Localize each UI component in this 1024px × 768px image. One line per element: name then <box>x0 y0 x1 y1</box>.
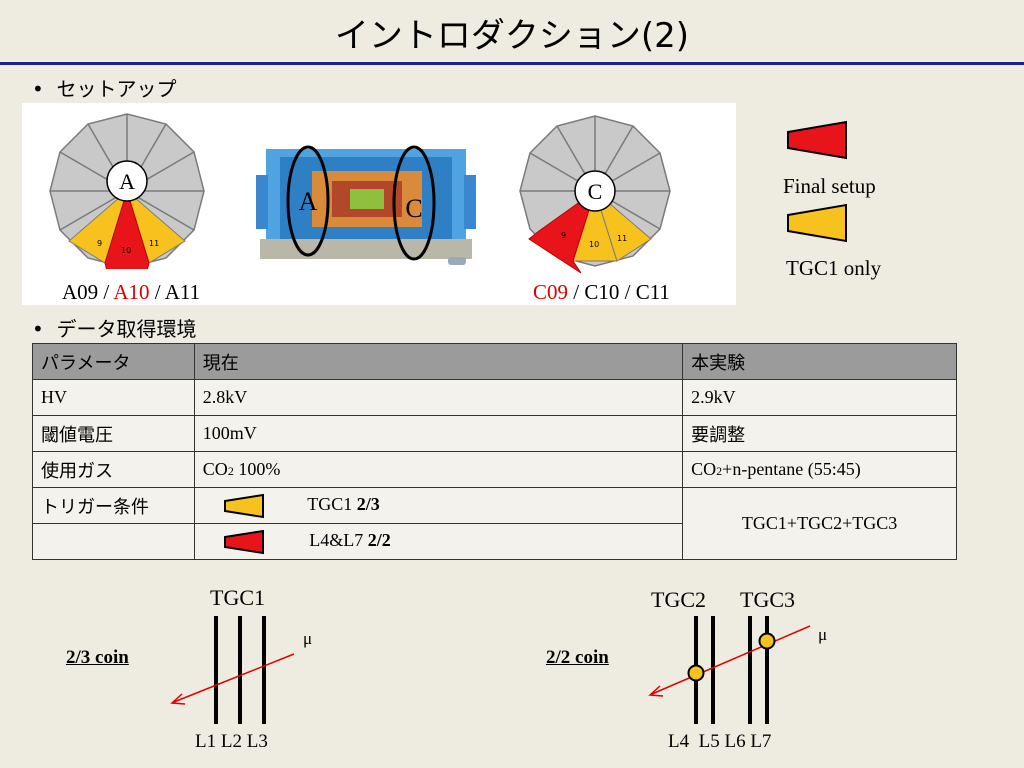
trigger-l4l7: L4&L7 2/2 <box>193 523 684 560</box>
tgc1-yellow-icon <box>223 493 264 518</box>
trigger-tgc1-text: TGC1 <box>307 493 357 514</box>
hv-current: 2.8kV <box>193 379 684 416</box>
table-row: 使用ガス CO2 100% CO2+n-pentane (55:45) <box>32 451 957 488</box>
hv-final: 2.9kV <box>682 379 957 416</box>
sector-c9-label: 9 <box>561 231 566 240</box>
slide-title: イントロダクション(2) <box>334 16 690 56</box>
diag2-tgc2-title: TGC2 <box>651 587 706 612</box>
diag1-layer-labels: L1 L2 L3 <box>195 731 268 753</box>
diag2-layers-diagram: μ <box>648 616 827 724</box>
diag1-title: TGC1 <box>210 585 265 610</box>
gas-current-a: CO <box>202 459 228 479</box>
section-setup: • セットアップ <box>32 73 177 102</box>
caption-c-sectors: C09 / C10 / C11 <box>533 280 670 305</box>
diag1-layers-diagram: μ <box>170 616 312 724</box>
layer-l2: L2 <box>220 731 242 752</box>
layer-l1: L1 <box>195 731 217 752</box>
header-current: 現在 <box>193 343 684 380</box>
layer-l4: L4 <box>668 731 690 752</box>
gas-final-a: CO <box>691 459 717 479</box>
trigger-param-empty <box>32 523 195 560</box>
wheel-c-diagram: 9 10 11 C <box>519 115 671 274</box>
gas-final-sub: 2 <box>716 464 723 478</box>
final-setup-swatch-icon <box>787 120 847 160</box>
sector-c11-label: 11 <box>617 234 627 243</box>
table-row: トリガー条件 TGC1 2/3 TGC1+TGC2+TGC3 <box>32 487 957 560</box>
header-parameter: パラメータ <box>32 343 195 380</box>
diag2-layer-labels: L4 L5 L6 L7 <box>668 731 771 753</box>
sector-9-label: 9 <box>97 239 102 248</box>
sector-11-label: 11 <box>149 239 159 248</box>
bullet-dot: • <box>32 317 44 341</box>
trigger-tgc1-coin: 2/3 <box>356 493 380 514</box>
diag1-mu: μ <box>303 629 312 648</box>
caption-a-part1: A09 / <box>62 280 114 304</box>
legend-tgc1-only: TGC1 only <box>786 256 882 280</box>
table-row: 閾値電圧 100mV 要調整 <box>32 415 957 452</box>
legend-final-setup: Final setup <box>783 174 876 198</box>
caption-a-part2: / A11 <box>149 280 201 304</box>
trigger-tgc1: TGC1 2/3 <box>193 487 684 524</box>
caption-a-highlight: A10 <box>113 280 150 304</box>
table-row: HV 2.8kV 2.9kV <box>32 379 957 416</box>
gas-final-b: +n-pentane (55:45) <box>722 459 861 479</box>
atlas-side-a-label: A <box>299 187 318 216</box>
threshold-param: 閾値電圧 <box>32 415 195 452</box>
l4l7-red-icon <box>223 529 264 554</box>
gas-current-sub: 2 <box>227 464 234 478</box>
layer-l5: L5 <box>698 731 720 752</box>
atlas-detector-illustration: A C <box>256 145 476 265</box>
diag1-coin-label: 2/3 coin <box>66 647 129 668</box>
header-final: 本実験 <box>682 343 957 380</box>
trigger-final: TGC1+TGC2+TGC3 <box>682 487 957 560</box>
wheel-c-letter: C <box>588 179 603 204</box>
bullet-dot: • <box>32 77 44 101</box>
caption-c-highlight: C09 <box>533 280 569 304</box>
daq-parameter-table: パラメータ 現在 本実験 HV 2.8kV 2.9kV 閾値電圧 100mV 要… <box>32 343 957 560</box>
diag2-coin-label: 2/2 coin <box>546 647 609 668</box>
wheel-a-diagram: 9 10 11 A <box>49 113 205 269</box>
layer-l7: L7 <box>750 731 772 752</box>
atlas-side-c-label: C <box>405 194 422 223</box>
title-rule <box>0 62 1024 65</box>
section-daq: • データ取得環境 <box>32 313 197 342</box>
layer-l3: L3 <box>246 731 268 752</box>
gas-current-b: 100% <box>233 459 281 479</box>
sector-c10-label: 10 <box>589 240 599 249</box>
trigger-l4l7-coin: 2/2 <box>367 529 391 550</box>
wheel-a-letter: A <box>119 169 135 194</box>
caption-c-part2: / C10 / C11 <box>568 280 670 304</box>
gas-param: 使用ガス <box>32 451 195 488</box>
tgc1-only-swatch-icon <box>787 203 847 243</box>
caption-a-sectors: A09 / A10 / A11 <box>62 280 200 305</box>
gas-current: CO2 100% <box>193 451 684 488</box>
gas-final: CO2+n-pentane (55:45) <box>682 451 957 488</box>
trigger-param: トリガー条件 <box>32 487 195 524</box>
sector-10-label: 10 <box>121 246 131 255</box>
hv-param: HV <box>32 379 195 416</box>
table-row: L4&L7 2/2 <box>32 523 957 560</box>
trigger-l4l7-text: L4&L7 <box>309 529 368 550</box>
diag2-mu: μ <box>818 625 827 644</box>
table-header-row: パラメータ 現在 本実験 <box>32 343 957 380</box>
threshold-current: 100mV <box>193 415 684 452</box>
section-daq-label: データ取得環境 <box>56 317 197 341</box>
threshold-final: 要調整 <box>682 415 957 452</box>
diag2-tgc3-title: TGC3 <box>740 587 795 612</box>
layer-l6: L6 <box>724 731 746 752</box>
section-setup-label: セットアップ <box>56 77 177 101</box>
